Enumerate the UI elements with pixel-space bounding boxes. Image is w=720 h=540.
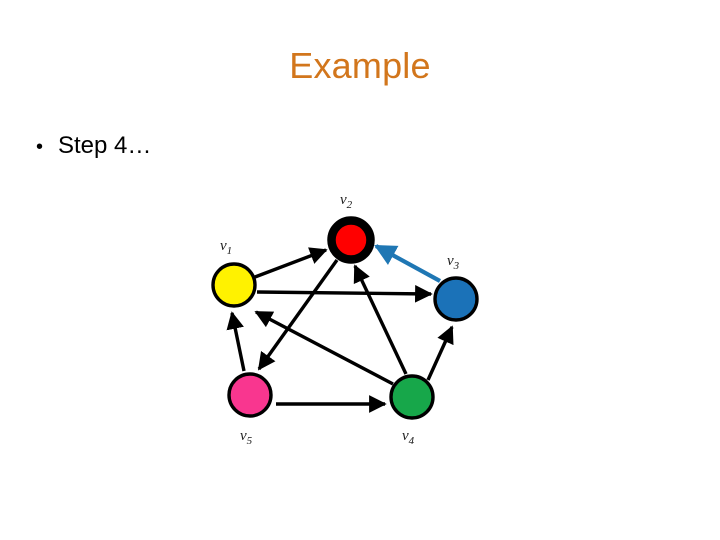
edge-v2-v5 (257, 259, 339, 371)
node-label-v1-letter: v (220, 238, 227, 254)
node-label-v2-sub: 2 (347, 199, 353, 211)
node-label-v5-letter: v (240, 428, 247, 444)
bullet-text: Step 4… (58, 132, 152, 159)
node-label-v5: v5 (240, 428, 253, 447)
node-label-v1-sub: 1 (227, 245, 233, 257)
edge-v1-v2 (254, 247, 328, 279)
node-v4[interactable] (389, 374, 435, 420)
bullet-list: • Step 4… (36, 130, 676, 163)
edge-v1-v3 (256, 284, 433, 303)
node-v2-selected[interactable] (327, 216, 375, 264)
node-label-v4-sub: 4 (409, 435, 415, 447)
bullet-marker-icon: • (36, 136, 44, 158)
node-label-v3-sub: 3 (453, 260, 460, 272)
node-label-v4-letter: v (402, 428, 409, 444)
node-v1[interactable] (211, 262, 257, 308)
page-title: Example (289, 45, 431, 86)
list-item: • Step 4… (36, 130, 676, 163)
graph-edges (226, 244, 454, 413)
node-label-v3-letter: v (447, 253, 454, 269)
node-label-v1: v1 (220, 238, 232, 257)
graph-nodes (211, 216, 479, 420)
node-v3[interactable] (433, 276, 479, 322)
node-label-v4: v4 (402, 428, 415, 447)
graph-svg: v1 v2 v3 v4 v5 (211, 192, 479, 447)
graph-node-labels: v1 v2 v3 v4 v5 (220, 192, 460, 447)
edge-v4-v3 (426, 325, 454, 381)
node-label-v2-letter: v (340, 192, 347, 208)
node-label-v5-sub: 5 (247, 435, 253, 447)
directed-graph-figure: v1 v2 v3 v4 v5 (190, 182, 500, 462)
edge-v4-v2 (353, 264, 408, 375)
edge-v4-v1 (254, 310, 394, 386)
edge-v3-v2-highlight (374, 244, 442, 283)
node-v5[interactable] (227, 372, 273, 418)
edge-v5-v1 (226, 311, 246, 372)
node-label-v2: v2 (340, 192, 353, 211)
node-label-v3: v3 (447, 253, 460, 272)
